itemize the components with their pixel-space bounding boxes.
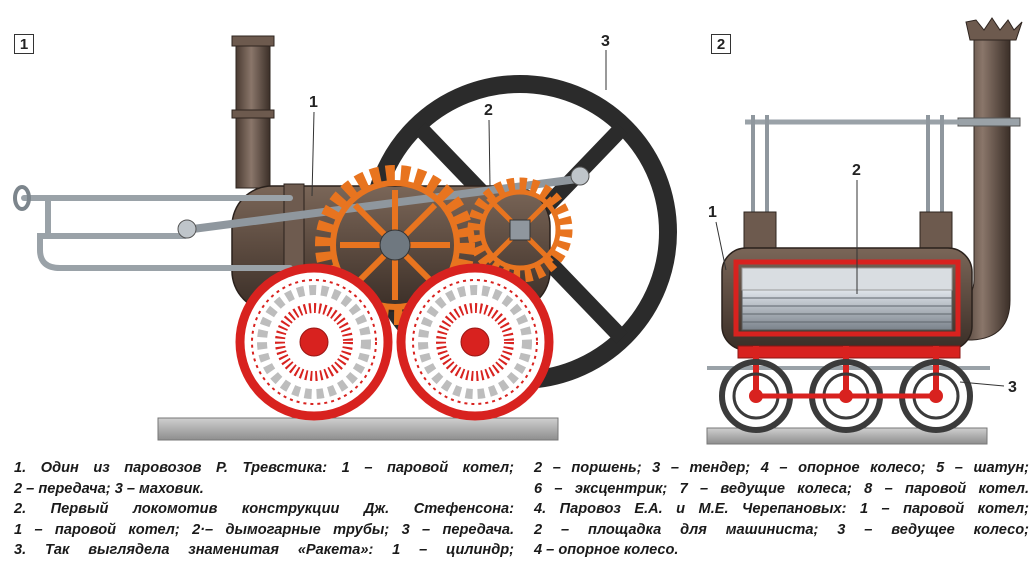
caption-line: 4. Паровоз Е.А. и М.Е. Черепановых: 1 – … — [534, 501, 1029, 518]
front-pipes — [21, 195, 293, 271]
trevithick-locomotive — [13, 35, 677, 441]
driving-wheel-left — [235, 263, 393, 421]
caption-line: 1 – паровой котел; 2·– дымогарные трубы;… — [14, 521, 514, 538]
transmission-gear-small — [467, 177, 573, 283]
caption-line: 2 – поршень; 3 – тендер; 4 – опорное кол… — [534, 460, 1029, 476]
caption-line: 1. Один из паровозов Р. Тревстика: 1 – п… — [14, 460, 514, 476]
locomotive-illustration — [13, 17, 1023, 445]
callout-fire-tubes-2: 2 — [852, 162, 861, 179]
running-gear — [707, 345, 990, 392]
caption-line: 4 – опорное колесо. — [534, 542, 679, 559]
stephenson-locomotive — [706, 17, 1023, 445]
callout-flywheel-1: 3 — [601, 33, 610, 50]
caption-line: 2 – площадка для машиниста; 3 – ведущее … — [534, 521, 1029, 538]
piston-rod — [181, 174, 589, 234]
panel-number-2: 2 — [711, 34, 731, 54]
boiler-2 — [721, 247, 973, 351]
driving-wheel-right — [396, 263, 554, 421]
callout-boiler-1: 1 — [309, 94, 318, 111]
caption-line: 6 – эксцентрик; 7 – ведущие колеса; 8 – … — [534, 480, 1029, 497]
panel-number-1: 1 — [14, 34, 34, 54]
caption-right-column: 2 – поршень; 3 – тендер; 4 – опорное кол… — [534, 458, 1029, 561]
wheels-2 — [719, 359, 973, 433]
caption-line: 3. Так выглядела знаменитая «Ракета»: 1 … — [14, 542, 514, 559]
caption-left-column: 1. Один из паровозов Р. Тревстика: 1 – п… — [14, 458, 514, 561]
callout-transmission-1: 2 — [484, 102, 493, 119]
caption-line: 2. Первый локомотив конструкции Дж. Стеф… — [14, 501, 514, 518]
caption-line: 2 – передача; 3 – маховик. — [14, 480, 204, 497]
transmission-gear-large — [315, 165, 475, 325]
callout-boiler-2: 1 — [708, 204, 717, 221]
callout-transmission-2: 3 — [1008, 379, 1017, 396]
fire-tubes — [741, 289, 953, 331]
rail-1 — [157, 417, 559, 441]
